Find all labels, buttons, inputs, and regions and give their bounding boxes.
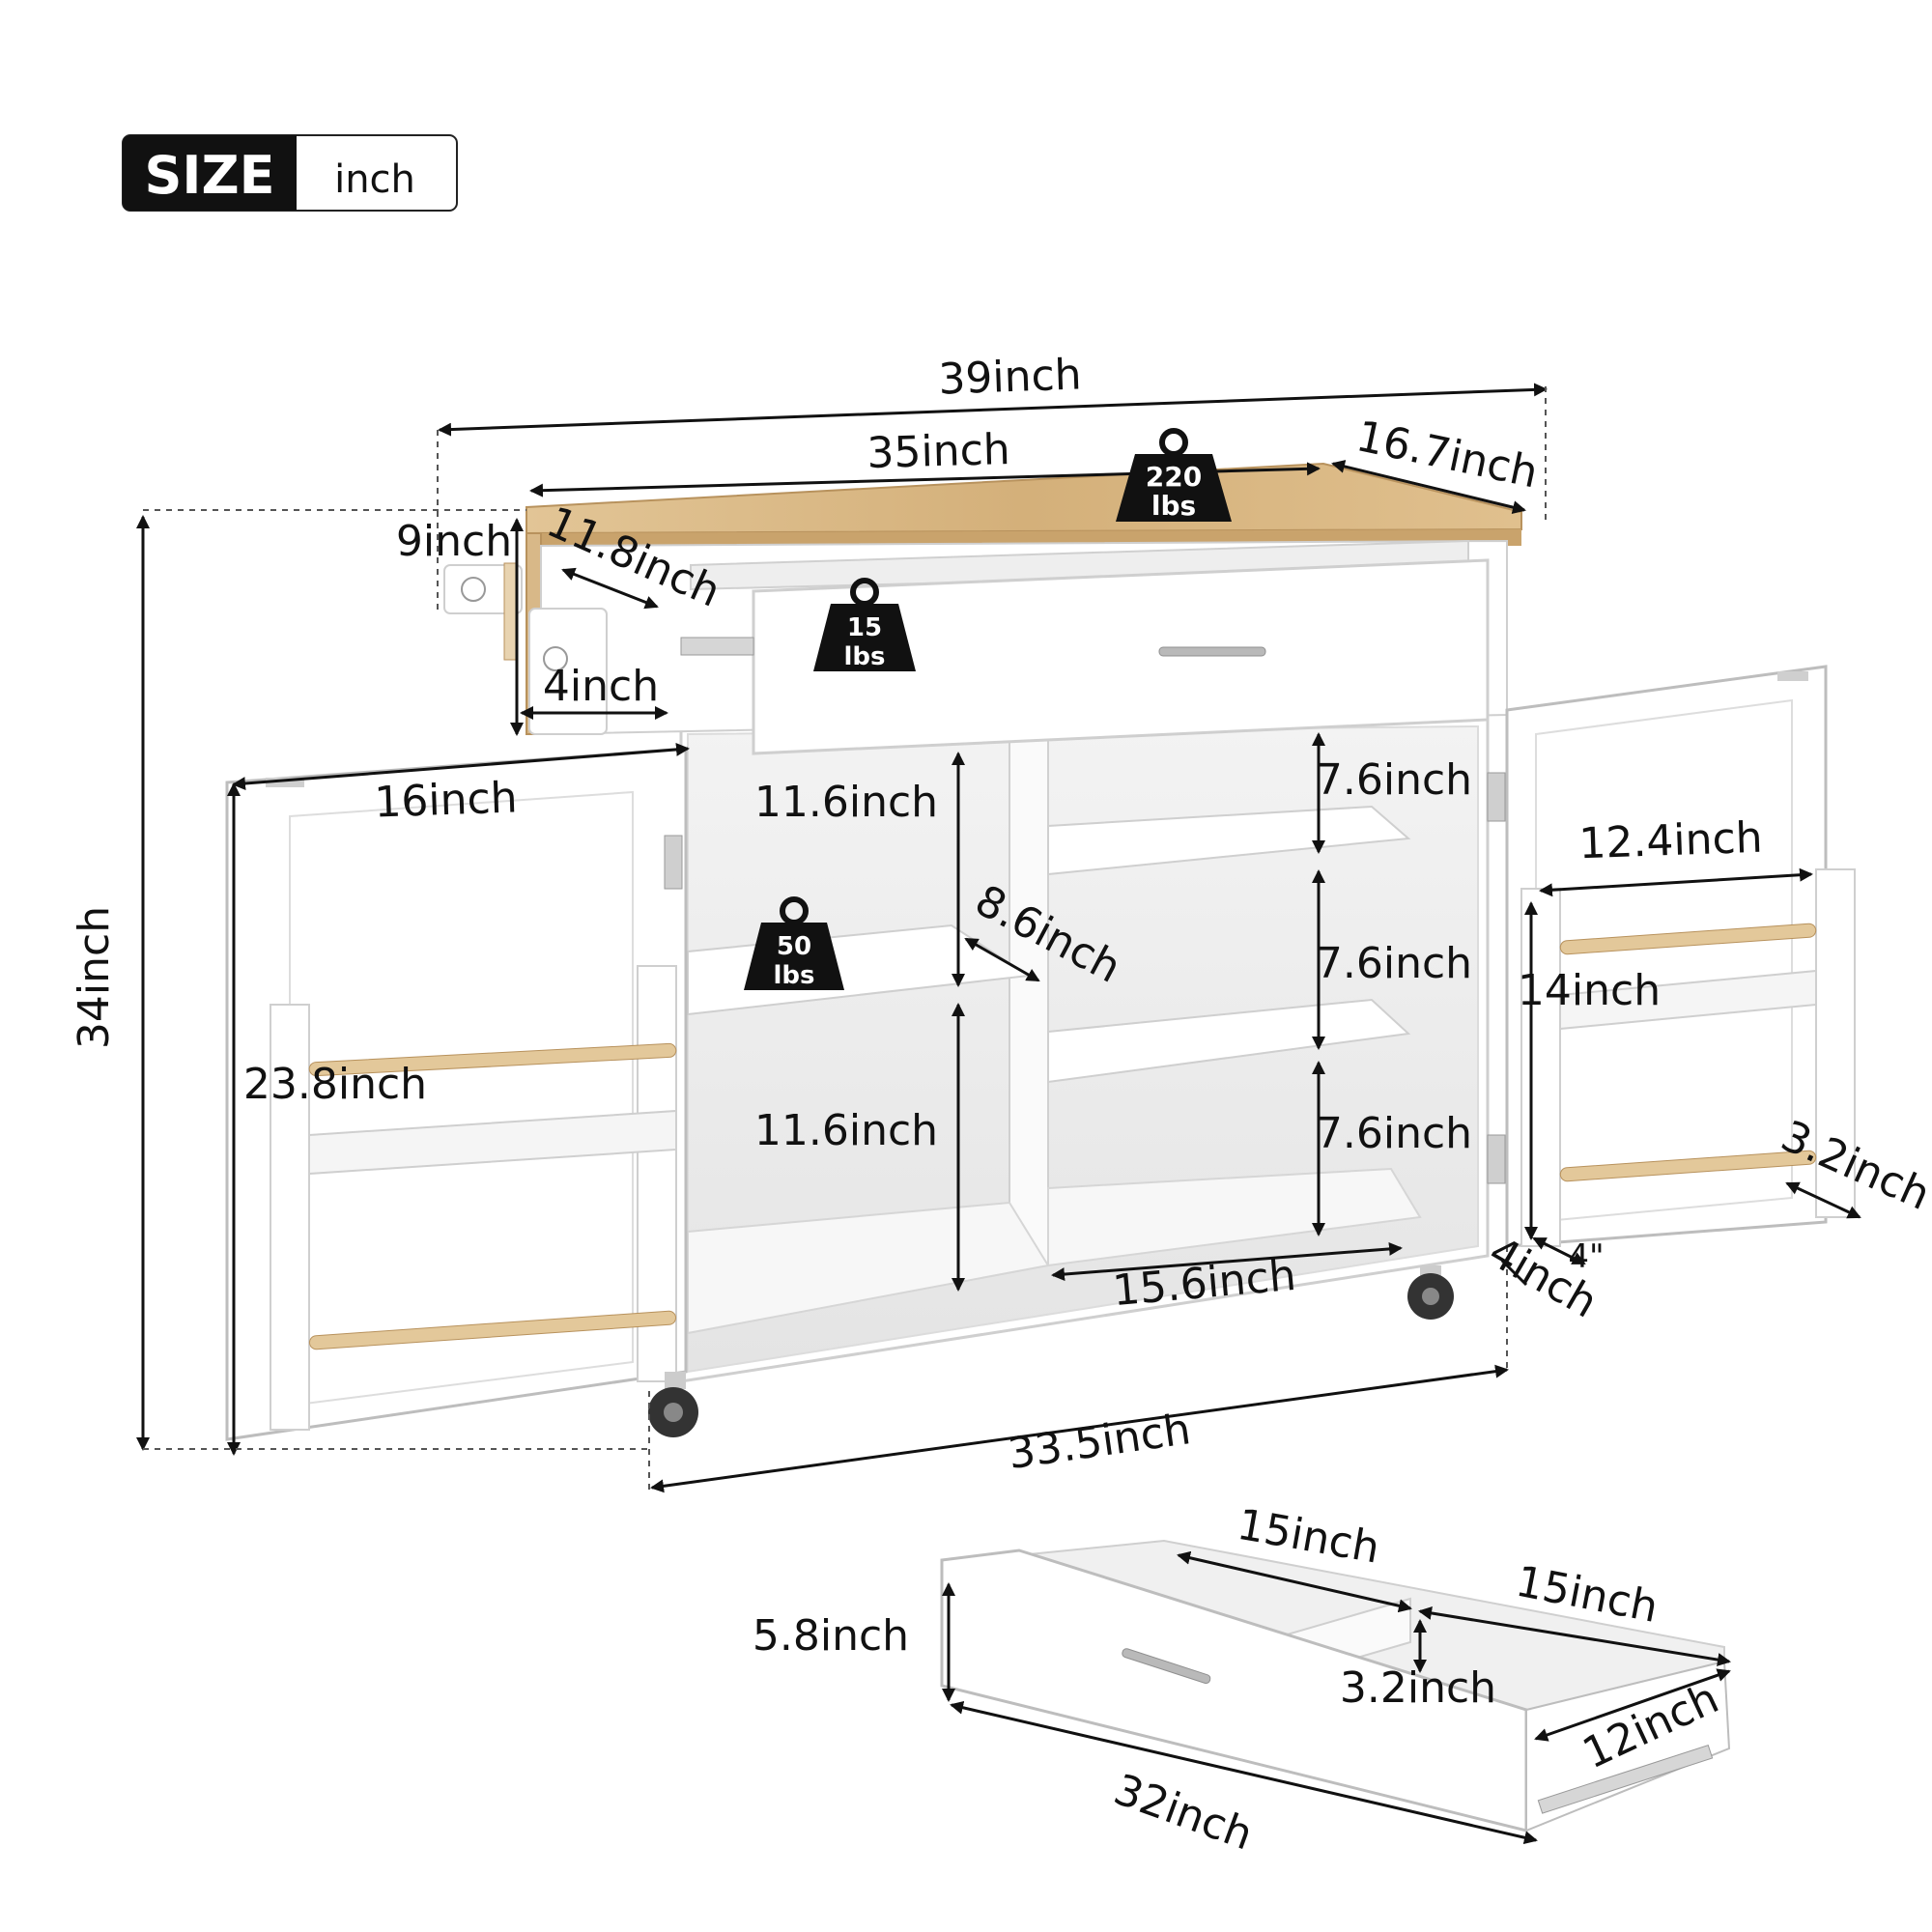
right-door xyxy=(1505,665,1828,1248)
weight-badge-drawer: 15 lbs xyxy=(813,578,916,671)
left-rack-shelf xyxy=(308,1109,677,1176)
label-drop-leaf-height: 9inch xyxy=(396,517,512,566)
drawer-front xyxy=(752,558,1490,755)
towel-bar xyxy=(503,562,517,661)
label-top-width: 35inch xyxy=(867,425,1010,478)
dim-line-drop-leaf-depth xyxy=(561,567,659,610)
label-drawer-height: 5.8inch xyxy=(753,1611,909,1661)
dim-line-drawer-comp-1 xyxy=(1177,1550,1412,1613)
label-left-door-height: 23.8inch xyxy=(243,1060,427,1109)
dim-line-right-rack-bottom xyxy=(1532,1236,1586,1265)
label-right-rack-height: 14inch xyxy=(1518,966,1661,1015)
dim-line-overall-width xyxy=(438,383,1548,437)
dim-line-drawer-comp-2 xyxy=(1418,1606,1731,1666)
label-overall-height: 34inch xyxy=(70,906,119,1049)
dim-line-top-depth xyxy=(1331,460,1526,514)
cabinet-divider xyxy=(1009,735,1049,1273)
caster-front-right xyxy=(1407,1265,1454,1320)
dim-line-drawer-front-width xyxy=(950,1700,1538,1845)
dim-line-base-width xyxy=(650,1364,1509,1493)
right-rack-rail-bottom xyxy=(1559,1150,1817,1182)
label-left-upper-shelf: 11.6inch xyxy=(754,778,938,827)
weight-drawer-unit: lbs xyxy=(844,642,886,671)
left-spice-rack xyxy=(270,1004,310,1431)
drawer-handle xyxy=(1158,646,1266,657)
drawer-detail-slide xyxy=(1537,1744,1714,1814)
dim-line-drawer-depth xyxy=(1534,1668,1731,1742)
left-rack-rail-top xyxy=(308,1042,677,1077)
dim-line-left-shelf-depth xyxy=(964,937,1040,982)
weight-shelf-unit: lbs xyxy=(774,961,815,990)
right-spice-rack xyxy=(1520,888,1561,1247)
dim-line-right-shelf-width xyxy=(1051,1241,1403,1282)
dim-line-right-rack-width xyxy=(1539,867,1813,897)
weight-drawer-value: 15 xyxy=(847,613,882,642)
size-badge-unit: inch xyxy=(334,157,415,202)
size-badge: SIZE inch xyxy=(122,134,458,212)
weight-top-unit: lbs xyxy=(1151,490,1196,522)
right-rack-shelf xyxy=(1559,969,1817,1031)
label-base-width: 33.5inch xyxy=(1005,1405,1193,1479)
label-overall-width: 39inch xyxy=(938,350,1083,404)
label-right-gap-2: 7.6inch xyxy=(1316,939,1472,988)
label-left-door-width: 16inch xyxy=(374,773,519,827)
label-drawer-front-width: 32inch xyxy=(1108,1765,1260,1861)
dim-line-caster-offset xyxy=(1500,1259,1528,1287)
hinge-right-bottom xyxy=(1487,1134,1506,1184)
hinge-right-top xyxy=(1487,772,1506,822)
weight-shelf-value: 50 xyxy=(777,932,811,961)
left-rack-rail-bottom xyxy=(308,1310,677,1350)
dimension-lines xyxy=(136,383,1861,1845)
drawer-detail-handle xyxy=(1122,1648,1211,1685)
size-badge-title: SIZE xyxy=(144,145,274,206)
weight-badge-top: 220 lbs xyxy=(1116,428,1232,522)
label-right-rack-bottom: 4" xyxy=(1568,1237,1604,1276)
label-left-lower-shelf: 11.6inch xyxy=(754,1106,938,1155)
label-right-gap-3: 7.6inch xyxy=(1316,1109,1472,1158)
cabinet-floor-right xyxy=(1047,1167,1422,1267)
extension-lines xyxy=(143,386,1547,1492)
dim-line-left-door-width xyxy=(232,742,690,791)
right-rack-rail-top xyxy=(1559,923,1817,955)
label-right-rack-width: 12.4inch xyxy=(1578,813,1764,869)
dim-line-right-rack-depth xyxy=(1785,1181,1861,1219)
label-towel-gap: 4inch xyxy=(543,662,659,711)
label-right-gap-1: 7.6inch xyxy=(1316,755,1472,805)
drawer-slide xyxy=(680,637,754,656)
hinge-left xyxy=(664,835,683,890)
weight-top-value: 220 xyxy=(1146,461,1202,493)
weight-badge-shelf: 50 lbs xyxy=(744,896,844,990)
label-drawer-divider: 3.2inch xyxy=(1340,1663,1496,1713)
